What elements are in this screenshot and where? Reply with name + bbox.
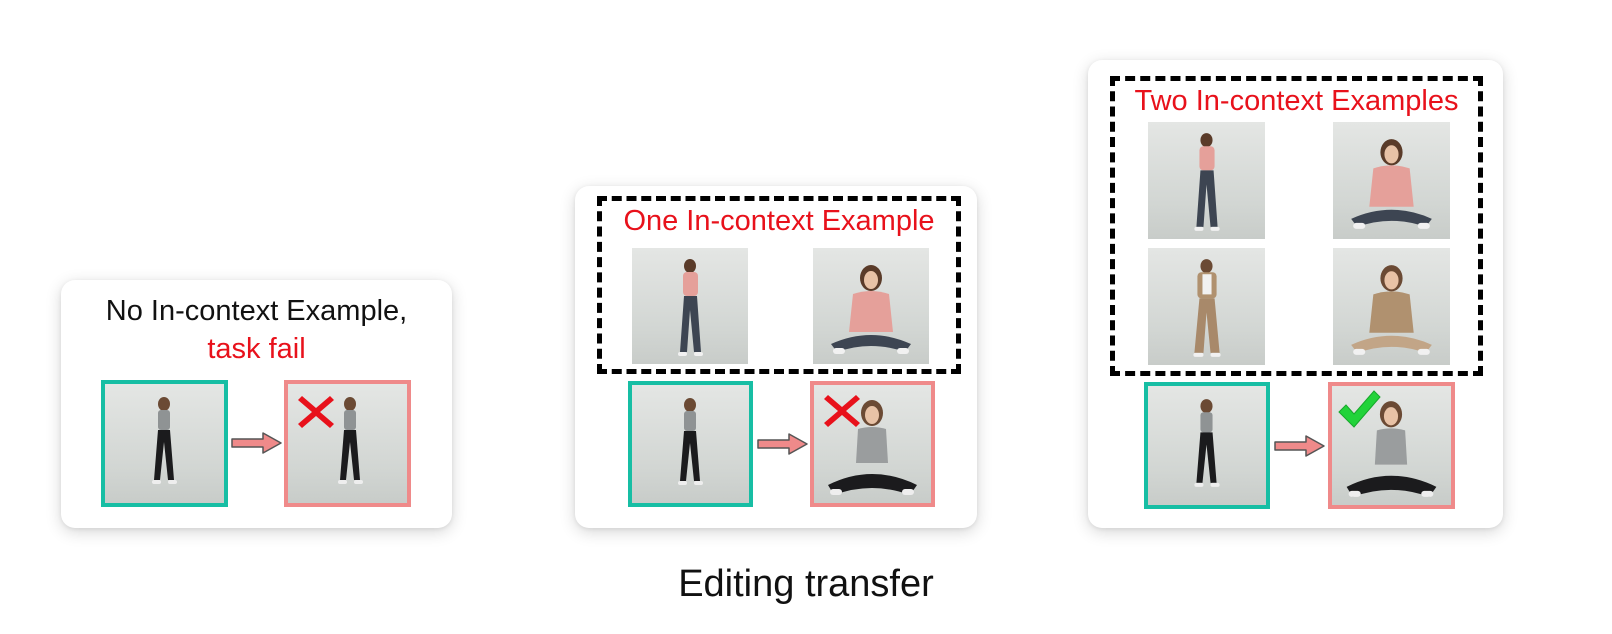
example-source-image	[632, 248, 748, 364]
example-box	[597, 196, 961, 374]
standing-person-figure	[678, 259, 703, 356]
standing-person-figure	[1193, 259, 1221, 357]
panel-one-example: One In-context Example	[575, 186, 977, 528]
seated-person-figure	[1351, 139, 1432, 229]
input-image	[628, 381, 753, 507]
seated-person-figure	[828, 400, 917, 495]
input-image	[101, 380, 228, 507]
standing-person-figure	[1194, 399, 1220, 487]
input-image	[1144, 382, 1270, 509]
output-image	[284, 380, 411, 507]
arrow-icon	[231, 432, 282, 454]
arrow-icon	[757, 433, 808, 455]
figure-caption: Editing transfer	[678, 563, 934, 605]
standing-person-figure	[338, 397, 363, 484]
arrow-icon	[1274, 435, 1325, 457]
example-target-image	[1333, 248, 1450, 365]
panel-no-example: No In-context Example, task fail	[61, 280, 452, 528]
standing-person-figure	[152, 397, 177, 484]
example-box	[1110, 76, 1483, 376]
example-source-image	[1148, 122, 1265, 239]
example-target-image	[1333, 122, 1450, 239]
checkmark-icon	[1338, 390, 1381, 428]
example-target-image	[813, 248, 929, 364]
seated-person-figure	[1351, 265, 1432, 355]
output-image	[810, 381, 935, 507]
output-image	[1328, 382, 1455, 509]
standing-person-figure	[678, 398, 703, 485]
cross-icon	[824, 395, 860, 427]
task-fail-label: task fail	[207, 333, 306, 365]
panel-two-examples: Two In-context Examples	[1088, 60, 1503, 528]
panel-title: Two In-context Examples	[1134, 85, 1459, 117]
panel-title: One In-context Example	[623, 205, 935, 237]
cross-icon	[298, 396, 334, 428]
standing-person-figure	[1194, 133, 1220, 231]
panel-title: No In-context Example,	[105, 295, 408, 327]
seated-person-figure	[831, 265, 911, 354]
example-source-image	[1148, 248, 1265, 365]
seated-person-figure	[1346, 401, 1437, 497]
